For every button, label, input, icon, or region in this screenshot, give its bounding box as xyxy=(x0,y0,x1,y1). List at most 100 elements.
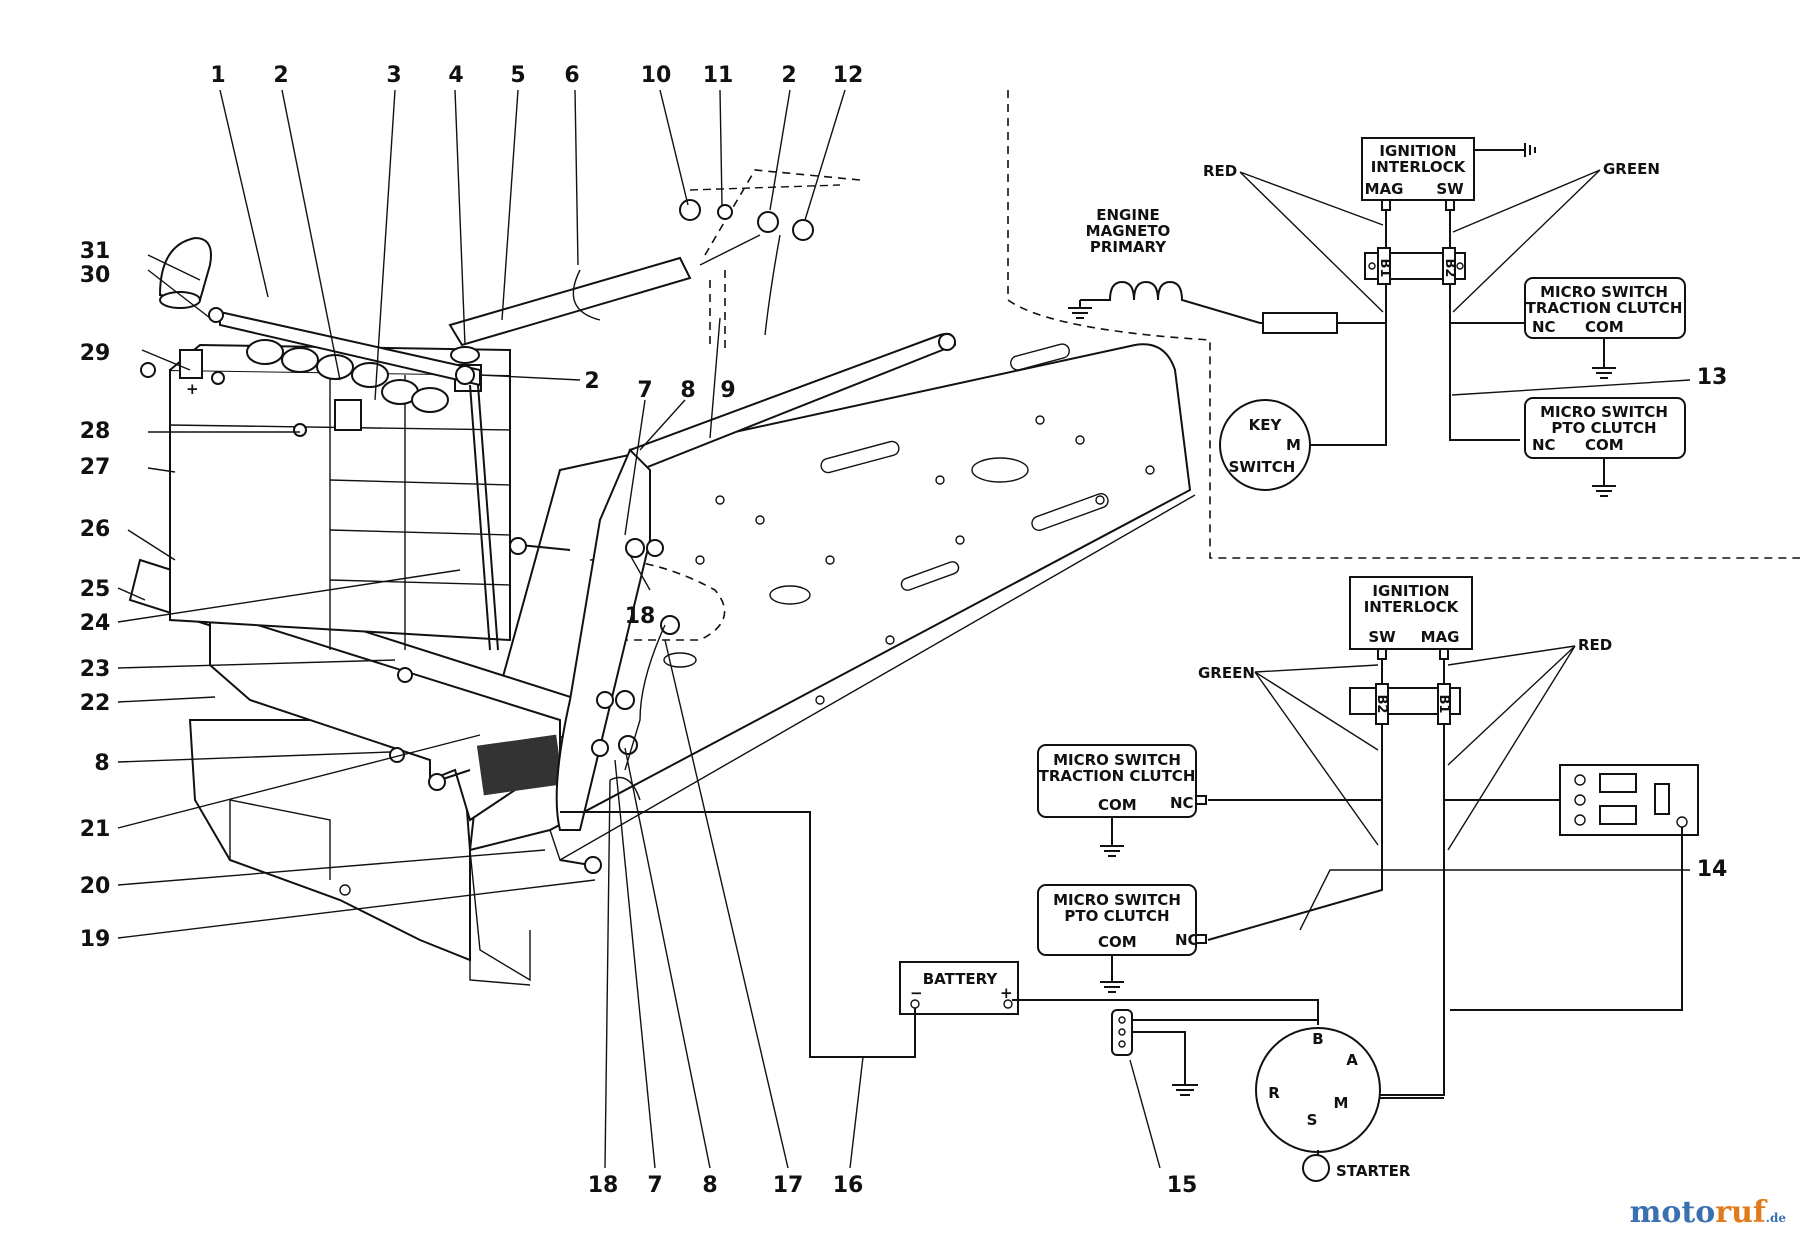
part-number: 8 xyxy=(94,751,109,776)
svg-text:B2: B2 xyxy=(1442,259,1457,278)
svg-text:INTERLOCK: INTERLOCK xyxy=(1364,598,1460,616)
part-number: 8 xyxy=(702,1173,717,1198)
svg-text:MICRO SWITCH: MICRO SWITCH xyxy=(1540,403,1668,421)
battery xyxy=(899,961,1019,1015)
part-number: 25 xyxy=(80,577,111,602)
svg-text:R: R xyxy=(1268,1084,1280,1102)
svg-text:STARTER: STARTER xyxy=(1336,1162,1411,1180)
watermark: motoruf.de xyxy=(1629,1195,1786,1230)
svg-text:MAG: MAG xyxy=(1421,628,1460,646)
svg-text:M: M xyxy=(1334,1094,1349,1112)
part-number: 31 xyxy=(80,239,111,264)
interlock-title: INTERLOCK xyxy=(1371,158,1467,176)
part-number: 26 xyxy=(80,517,111,542)
wire-color-red: RED xyxy=(1203,162,1237,180)
svg-text:B1: B1 xyxy=(1377,259,1392,278)
magneto-coil xyxy=(1080,280,1263,324)
part-number: 5 xyxy=(510,63,525,88)
part-number: 9 xyxy=(720,378,735,403)
svg-text:ENGINE: ENGINE xyxy=(1096,206,1160,224)
ignition-interlock-box-lower xyxy=(1349,576,1473,650)
part-number: 28 xyxy=(80,419,111,444)
starter xyxy=(1302,1154,1330,1182)
svg-text:COM: COM xyxy=(1098,933,1137,951)
svg-text:TRACTION CLUTCH: TRACTION CLUTCH xyxy=(1526,299,1683,317)
svg-text:KEY: KEY xyxy=(1249,416,1283,434)
terminal-sw: SW xyxy=(1436,180,1464,198)
battery-unit: + xyxy=(169,339,511,650)
svg-text:PTO CLUTCH: PTO CLUTCH xyxy=(1551,419,1656,437)
part-number: 24 xyxy=(80,611,111,636)
svg-text:GREEN: GREEN xyxy=(1198,664,1255,682)
upper-wiring-diagram: IGNITION INTERLOCK MAG SW B1 B2 RED GREE… xyxy=(1007,90,1800,559)
lower-wiring-diagram: IGNITION INTERLOCK SW MAG B2 B1 GREEN RE… xyxy=(560,576,1699,1182)
micro-switch-traction-lower xyxy=(1037,744,1197,818)
svg-text:B1: B1 xyxy=(1436,695,1451,714)
terminal-mag: MAG xyxy=(1365,180,1404,198)
part-number: 18 xyxy=(625,604,656,629)
part-number: 10 xyxy=(641,63,672,88)
mechanical-assembly: + xyxy=(128,169,1196,986)
part-number: 20 xyxy=(80,874,111,899)
plate-holes xyxy=(663,343,1155,705)
part-number: 17 xyxy=(773,1173,804,1198)
svg-text:IGNITION: IGNITION xyxy=(1372,582,1449,600)
battery-caps xyxy=(246,339,449,413)
part-number: 1 xyxy=(210,63,225,88)
fasteners xyxy=(140,307,680,874)
ignition-interlock-box xyxy=(1361,137,1475,201)
svg-text:PTO CLUTCH: PTO CLUTCH xyxy=(1064,907,1169,925)
part-number: 2 xyxy=(273,63,288,88)
part-number: 13 xyxy=(1697,365,1728,390)
part-number: 22 xyxy=(80,691,111,716)
part-number: 7 xyxy=(637,378,652,403)
svg-text:BATTERY: BATTERY xyxy=(923,970,999,988)
svg-text:MICRO SWITCH: MICRO SWITCH xyxy=(1053,751,1181,769)
svg-text:−: − xyxy=(910,984,923,1002)
part-numbers-mid: 2 7 8 9 18 13 xyxy=(584,365,1727,629)
part-number: 7 xyxy=(647,1173,662,1198)
plus-mark: + xyxy=(186,380,199,398)
svg-text:SWITCH: SWITCH xyxy=(1229,458,1296,476)
svg-text:+: + xyxy=(1000,984,1013,1002)
part-number: 14 xyxy=(1697,857,1728,882)
part-number: 19 xyxy=(80,927,111,952)
svg-text:PRIMARY: PRIMARY xyxy=(1090,238,1167,256)
part-number: 3 xyxy=(386,63,401,88)
part-number: 2 xyxy=(781,63,796,88)
svg-text:NC: NC xyxy=(1532,436,1556,454)
part-number: 21 xyxy=(80,817,111,842)
part-number: 4 xyxy=(448,63,463,88)
part-number: 8 xyxy=(680,378,695,403)
diode-b1 xyxy=(1377,247,1391,285)
part-number: 18 xyxy=(588,1173,619,1198)
svg-text:COM: COM xyxy=(1098,796,1137,814)
part-number: 23 xyxy=(80,657,111,682)
wire-color-green: GREEN xyxy=(1603,160,1660,178)
svg-text:COM: COM xyxy=(1585,318,1624,336)
svg-text:MAGNETO: MAGNETO xyxy=(1086,222,1171,240)
svg-text:A: A xyxy=(1346,1051,1358,1069)
part-number: 6 xyxy=(564,63,579,88)
svg-text:RED: RED xyxy=(1578,636,1612,654)
svg-text:MICRO SWITCH: MICRO SWITCH xyxy=(1540,283,1668,301)
svg-text:M: M xyxy=(1286,436,1301,454)
svg-text:NC: NC xyxy=(1175,931,1199,949)
svg-text:NC: NC xyxy=(1532,318,1556,336)
part-numbers-top: 1 2 3 4 5 6 10 11 2 12 xyxy=(210,63,863,88)
key-switch xyxy=(1219,399,1311,491)
part-number: 2 xyxy=(584,369,599,394)
part-number: 11 xyxy=(703,63,734,88)
svg-text:COM: COM xyxy=(1585,436,1624,454)
interlock-title: IGNITION xyxy=(1379,142,1456,160)
resistor xyxy=(1262,312,1338,334)
part-number: 12 xyxy=(833,63,864,88)
svg-text:SW: SW xyxy=(1368,628,1396,646)
part-number: 15 xyxy=(1167,1173,1198,1198)
leader-lines xyxy=(117,89,1691,1169)
part-number: 29 xyxy=(80,341,111,366)
svg-text:TRACTION CLUTCH: TRACTION CLUTCH xyxy=(1039,767,1196,785)
svg-text:B: B xyxy=(1312,1030,1323,1048)
part-numbers-bottom: 18 7 8 17 16 15 14 xyxy=(588,857,1728,1198)
